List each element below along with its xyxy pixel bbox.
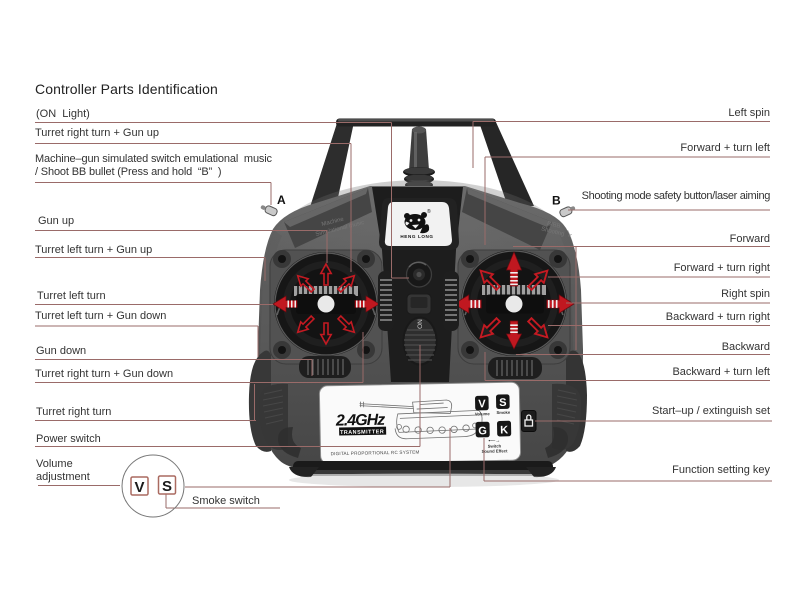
- svg-text:S: S: [162, 478, 172, 495]
- svg-text:G: G: [478, 425, 487, 437]
- svg-text:V: V: [478, 398, 486, 410]
- svg-text:V: V: [134, 479, 144, 496]
- svg-text:ON: ON: [417, 319, 424, 329]
- svg-text:•—→: •—→: [488, 438, 500, 444]
- svg-text:HENG LONG: HENG LONG: [400, 234, 433, 239]
- svg-text:K: K: [500, 424, 508, 436]
- svg-text:Machine: Machine: [321, 216, 345, 227]
- svg-text:A: A: [277, 193, 286, 207]
- svg-text:Switch: Switch: [488, 443, 502, 448]
- svg-text:B: B: [552, 194, 561, 208]
- svg-text:Smoke: Smoke: [496, 410, 510, 415]
- svg-text:2.4GHz: 2.4GHz: [335, 412, 386, 430]
- svg-text:Volume: Volume: [475, 411, 491, 416]
- svg-text:Sound Effect: Sound Effect: [482, 448, 509, 454]
- svg-text:B/BB: B/BB: [546, 221, 561, 230]
- svg-text:TRANSMITTER: TRANSMITTER: [340, 429, 384, 436]
- svg-text:®: ®: [427, 208, 431, 215]
- svg-text:S: S: [499, 397, 507, 409]
- svg-text:DIGITAL PROPORTIONAL RC SYSTEM: DIGITAL PROPORTIONAL RC SYSTEM: [331, 450, 420, 457]
